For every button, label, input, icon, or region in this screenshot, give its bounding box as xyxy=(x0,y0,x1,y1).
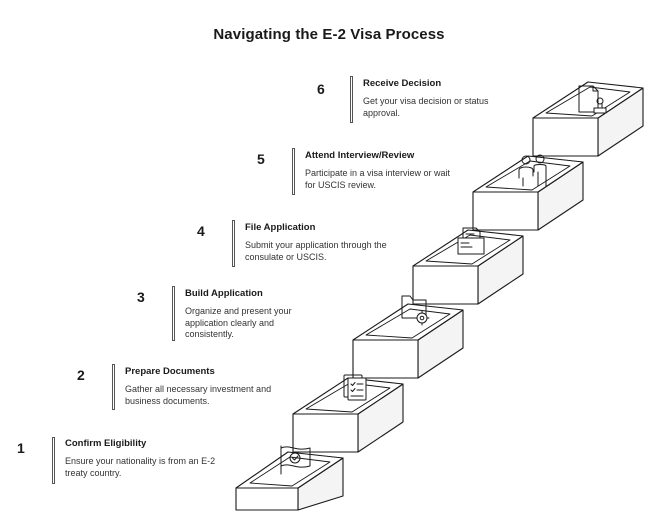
step-description: Organize and present your application cl… xyxy=(185,306,292,339)
step-divider xyxy=(172,286,175,341)
step-description: Gather all necessary investment and busi… xyxy=(125,384,272,406)
step-divider xyxy=(350,76,353,123)
stair-step-6 xyxy=(532,81,644,157)
step-number: 1 xyxy=(17,440,25,456)
step-text: Prepare Documents Gather all necessary i… xyxy=(125,366,290,407)
step-divider xyxy=(232,220,235,267)
step-heading: Receive Decision xyxy=(363,78,442,89)
stair-step-2 xyxy=(292,377,404,453)
stair-step-3 xyxy=(352,303,464,379)
stair-step-1 xyxy=(235,451,344,511)
step-number: 6 xyxy=(317,81,325,97)
page-title: Navigating the E-2 Visa Process xyxy=(213,26,445,43)
step-text: File Application Submit your application… xyxy=(245,222,395,263)
step-description: Participate in a visa interview or wait … xyxy=(305,168,451,190)
step-heading: File Application xyxy=(245,222,316,233)
step-heading: Prepare Documents xyxy=(125,366,215,377)
step-heading: Confirm Eligibility xyxy=(65,438,147,449)
step-divider xyxy=(292,148,295,195)
step-divider xyxy=(52,437,55,484)
step-description: Ensure your nationality is from an E-2 t… xyxy=(65,456,216,478)
step-text: Receive Decision Get your visa decision … xyxy=(363,78,518,119)
stair-step-5 xyxy=(472,155,584,231)
step-text: Build Application Organize and present y… xyxy=(185,288,315,341)
document-stamp-icon xyxy=(578,85,607,114)
step-text: Attend Interview/Review Participate in a… xyxy=(305,150,455,191)
step-number: 5 xyxy=(257,151,265,167)
envelope-document-icon xyxy=(457,227,485,255)
folder-gear-icon xyxy=(401,295,430,326)
step-number: 4 xyxy=(197,223,205,239)
step-description: Submit your application through the cons… xyxy=(245,240,387,262)
step-description: Get your visa decision or status approva… xyxy=(363,96,489,118)
flag-check-icon xyxy=(280,445,311,475)
step-number: 2 xyxy=(77,367,85,383)
step-heading: Attend Interview/Review xyxy=(305,150,415,161)
documents-checklist-icon xyxy=(343,374,367,401)
step-heading: Build Application xyxy=(185,288,263,299)
step-text: Confirm Eligibility Ensure your national… xyxy=(65,438,230,479)
step-number: 3 xyxy=(137,289,145,305)
step-divider xyxy=(112,364,115,410)
interview-people-icon xyxy=(518,154,547,187)
